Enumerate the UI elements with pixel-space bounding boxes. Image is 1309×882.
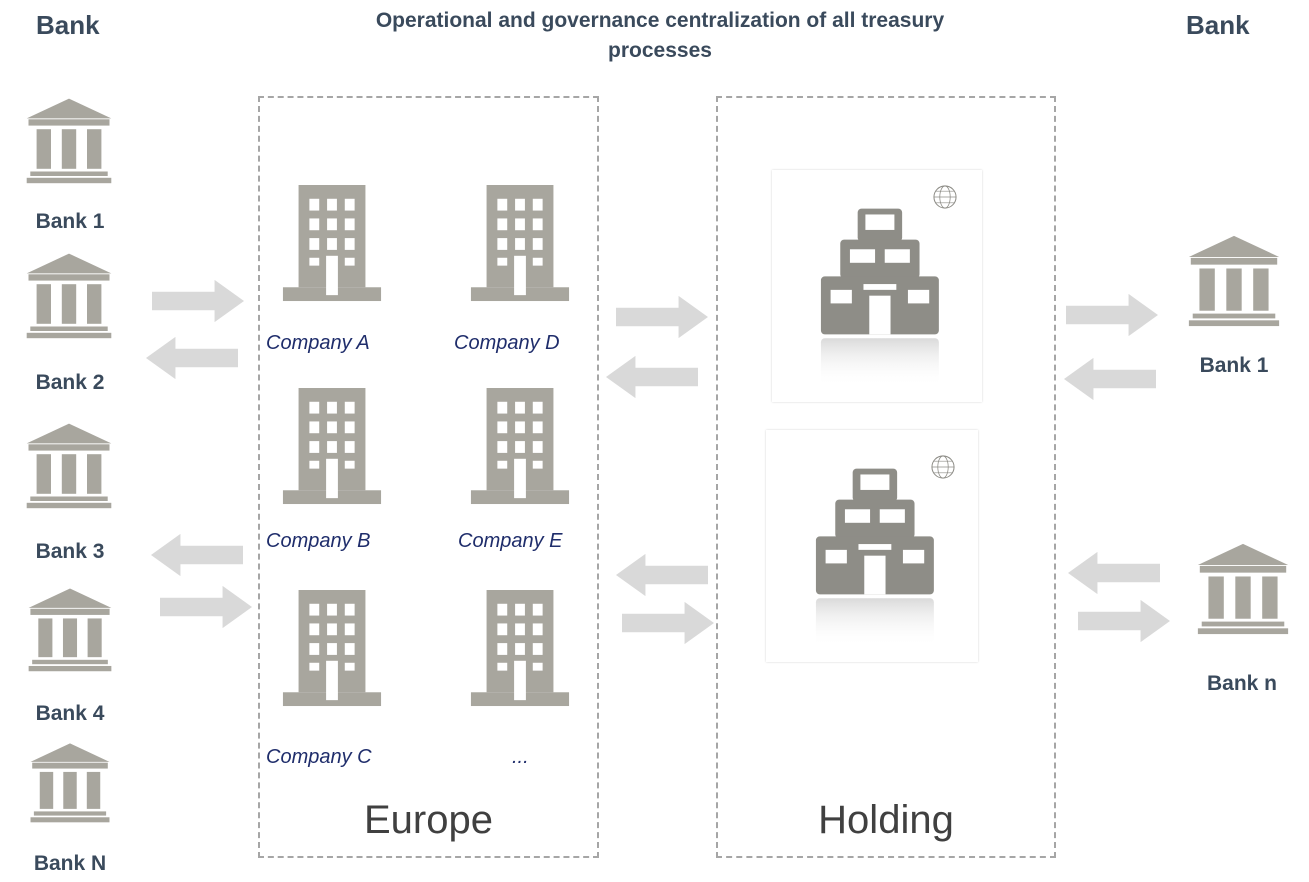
arrow-left-icon [604, 354, 700, 400]
arrow-left-icon [148, 532, 246, 578]
arrow-left-icon [614, 552, 710, 598]
holding-label: Holding [818, 798, 954, 842]
headquarters-card [772, 170, 982, 402]
right-bank-label: Bank n [1206, 672, 1277, 695]
swift-globe-icon [930, 454, 956, 480]
bank-icon [1184, 232, 1284, 328]
building-icon [278, 388, 386, 506]
left-bank-label: Bank 1 [35, 210, 105, 233]
arrow-right-icon [150, 278, 246, 324]
arrow-left-icon [144, 335, 240, 381]
left-header: Bank [36, 10, 100, 40]
arrow-right-icon [620, 600, 716, 646]
europe-label: Europe [364, 798, 493, 842]
right-bank-label: Bank 1 [1199, 354, 1269, 377]
arrow-right-icon [614, 294, 710, 340]
bank-icon [16, 420, 122, 510]
building-icon [466, 590, 574, 708]
diagram-title: Operational and governance centralizatio… [375, 9, 945, 62]
bank-icon [22, 740, 118, 824]
headquarters-card [766, 430, 978, 662]
bank-icon [1192, 540, 1294, 636]
building-icon [278, 185, 386, 303]
company-label: Company D [454, 332, 560, 354]
building-icon [466, 388, 574, 506]
building-icon [466, 185, 574, 303]
europe-box [258, 96, 599, 858]
left-bank-label: Bank N [33, 852, 107, 875]
company-label: ... [512, 746, 529, 768]
bank-icon [16, 250, 122, 340]
left-bank-label: Bank 4 [35, 702, 105, 725]
company-label: Company E [458, 530, 563, 552]
arrow-right-icon [158, 584, 254, 630]
bank-icon [16, 95, 122, 185]
company-label: Company C [266, 746, 372, 768]
left-bank-label: Bank 3 [35, 540, 105, 563]
swift-globe-icon [932, 184, 958, 210]
left-bank-label: Bank 2 [35, 371, 105, 394]
arrow-left-icon [1066, 550, 1162, 596]
company-label: Company B [266, 530, 371, 552]
building-icon [278, 590, 386, 708]
bank-icon [20, 585, 120, 673]
company-label: Company A [266, 332, 370, 354]
arrow-left-icon [1062, 356, 1158, 402]
arrow-right-icon [1064, 292, 1160, 338]
right-header: Bank [1186, 10, 1250, 40]
holding-box [716, 96, 1056, 858]
arrow-right-icon [1076, 598, 1172, 644]
